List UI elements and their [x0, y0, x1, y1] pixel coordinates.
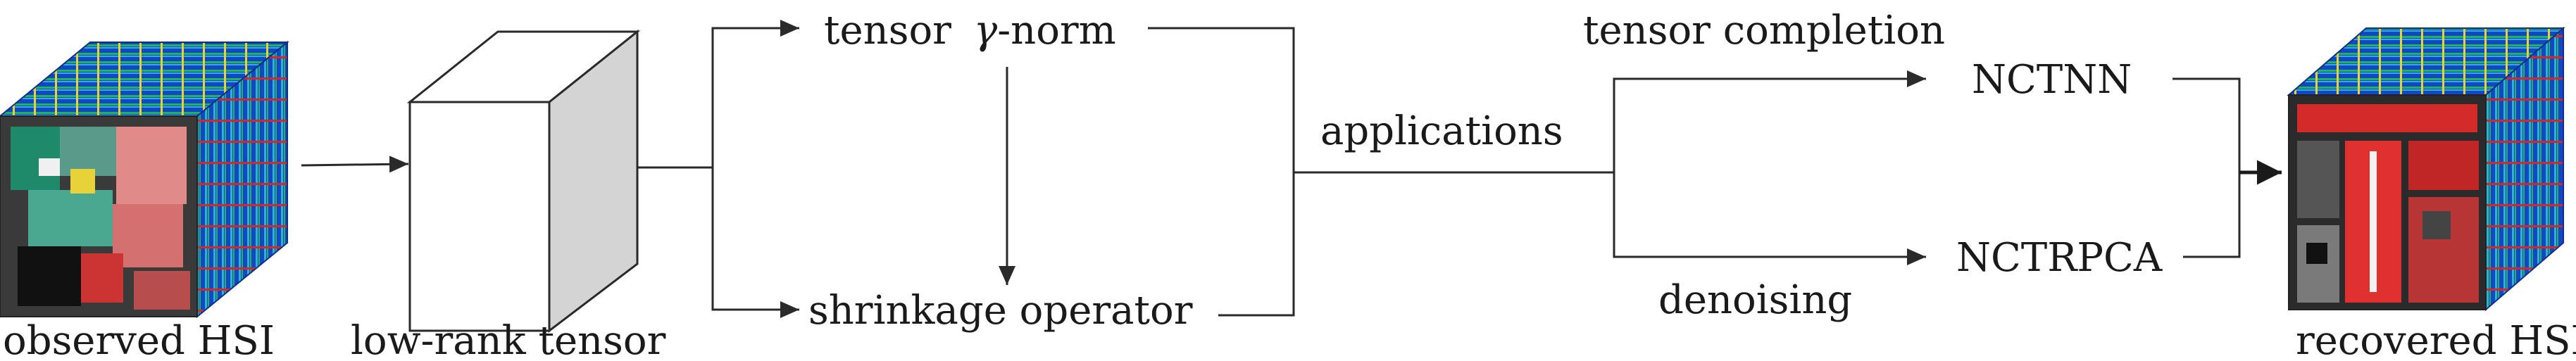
arrow-to-nctnn [1613, 70, 1926, 172]
low-rank-tensor-cube-icon [406, 29, 641, 334]
arrow-to-shrinkage [711, 167, 799, 318]
gamma-norm-prefix: tensor [824, 8, 964, 53]
arrow-observed-to-lowrank [301, 156, 409, 173]
observed-hsi-label: observed HSI [3, 318, 275, 361]
connector-gamma-right [1148, 27, 1295, 172]
tensor-completion-label: tensor completion [1583, 8, 1945, 53]
connector-nctrpca-right [2183, 172, 2241, 258]
low-rank-tensor-label: low-rank tensor [351, 318, 666, 361]
arrow-to-gamma-norm [711, 20, 799, 167]
applications-label: applications [1320, 108, 1563, 154]
recovered-hsi-label: recovered HSI [2296, 318, 2576, 361]
connector-nctnn-right [2172, 77, 2241, 172]
gamma-symbol: γ [974, 8, 998, 53]
nctrpca-label: NCTRPCA [1956, 235, 2163, 281]
shrinkage-operator-label: shrinkage operator [808, 288, 1193, 334]
recovered-hsi-cube-icon [2287, 26, 2565, 312]
denoising-label: denoising [1658, 277, 1852, 323]
nctnn-label: NCTNN [1972, 57, 2132, 103]
tensor-gamma-norm-label: tensor γ-norm [824, 8, 1116, 53]
arrow-to-nctrpca [1613, 172, 1926, 265]
observed-hsi-cube-icon [0, 40, 289, 319]
gamma-norm-suffix: -norm [997, 8, 1116, 53]
connector-shrinkage-right [1218, 172, 1295, 317]
